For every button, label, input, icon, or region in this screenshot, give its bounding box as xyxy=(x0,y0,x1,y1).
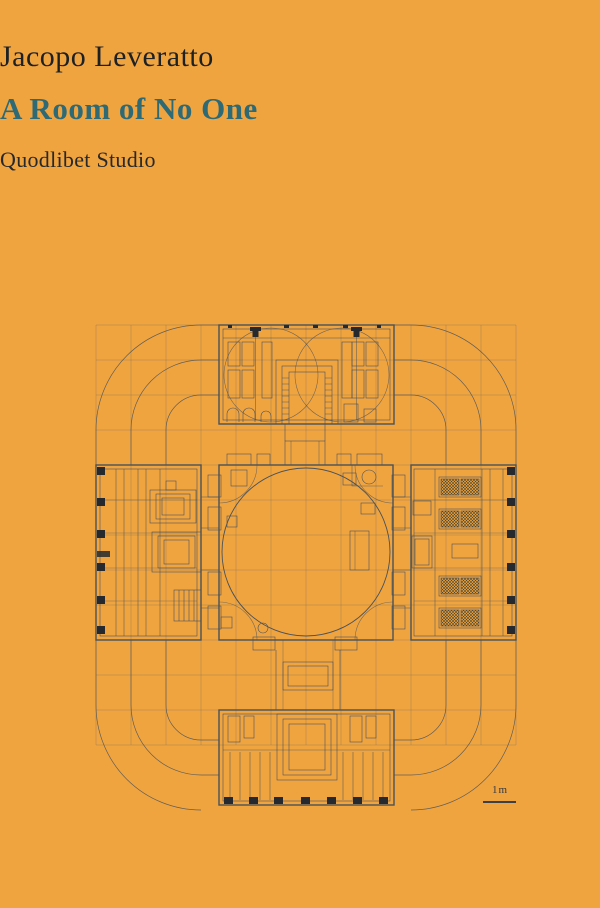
hatched-blocks xyxy=(438,476,482,629)
right-wing xyxy=(410,464,517,641)
book-title: A Room of No One xyxy=(0,91,258,126)
plan-grid xyxy=(95,324,517,746)
left-wing-columns xyxy=(97,467,110,634)
scale-label: 1m xyxy=(491,784,509,796)
corridors xyxy=(201,424,411,710)
right-wing-columns xyxy=(507,467,515,634)
central-hall xyxy=(207,440,406,651)
scale-bar xyxy=(483,801,516,803)
top-wing xyxy=(218,324,395,425)
author-name: Jacopo Leveratto xyxy=(0,40,214,73)
left-wing xyxy=(95,464,202,641)
corner-arcs xyxy=(95,324,517,811)
column-capitals xyxy=(228,325,381,337)
bottom-wing-columns xyxy=(224,797,388,804)
bottom-wing xyxy=(218,709,395,806)
publisher-name: Quodlibet Studio xyxy=(0,147,156,172)
